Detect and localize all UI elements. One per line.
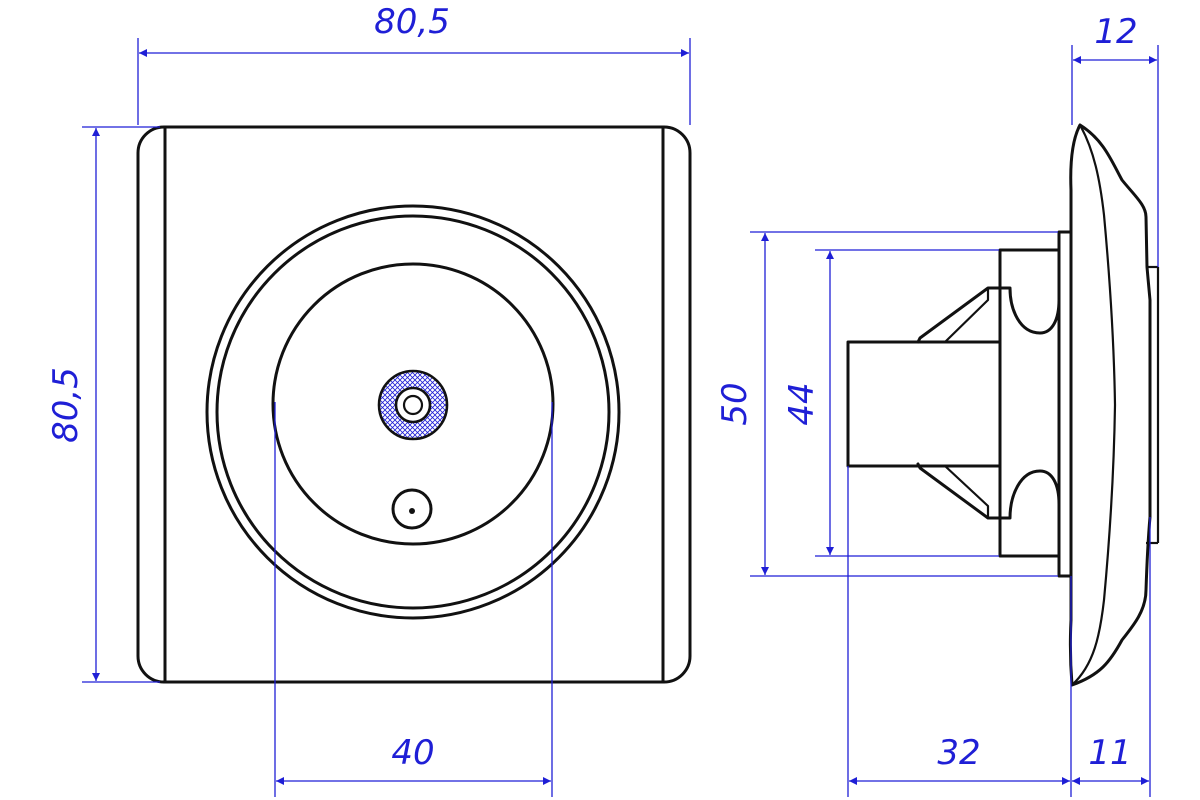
outer-ring: [205, 204, 621, 620]
body-block: [998, 248, 1061, 558]
label-front-width: 80,5: [374, 2, 450, 42]
cone-bottom-inner: [944, 465, 990, 518]
indicator-circle: [391, 488, 433, 530]
label-inner-height: 44: [782, 382, 822, 425]
label-frame-depth: 11: [1088, 733, 1131, 773]
dimension-labels: 80,5 80,5 40 12 50 44 32 11: [46, 2, 1138, 773]
cone-top-inner: [944, 288, 990, 343]
label-front-height: 80,5: [46, 367, 86, 443]
indicator-dot: [409, 508, 415, 514]
side-view: [846, 123, 1160, 687]
label-insert-width: 40: [391, 733, 434, 773]
label-total-depth: 12: [1094, 12, 1137, 52]
frame-profile: [1068, 123, 1152, 687]
cone-top: [916, 286, 1002, 344]
insert-plate: [271, 262, 555, 546]
connector-pin: [402, 394, 424, 416]
frame-outline: [136, 125, 692, 684]
mounting-plate: [1057, 230, 1073, 578]
front-view: [136, 125, 692, 684]
frame-inner-curve: [1071, 124, 1117, 686]
label-outer-height: 50: [715, 382, 755, 425]
stem: [846, 340, 1002, 468]
clamp-bottom: [998, 469, 1061, 520]
inner-ring: [215, 214, 611, 610]
dimension-lines: [82, 38, 1159, 797]
clamp-top: [998, 286, 1061, 335]
label-body-depth: 32: [937, 733, 980, 773]
